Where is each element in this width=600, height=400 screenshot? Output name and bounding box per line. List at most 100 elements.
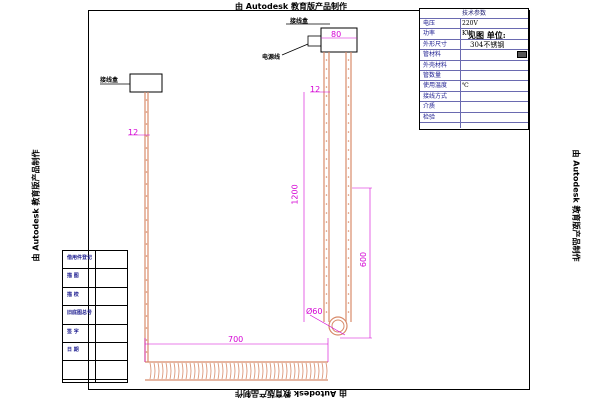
tube-marker — [145, 279, 148, 281]
coil-turn — [269, 362, 272, 380]
tube-marker — [145, 315, 148, 317]
tech-table-label: 外壳材料 — [423, 61, 448, 69]
coil-turn — [317, 362, 320, 380]
tech-table-title: 技术参数 — [420, 9, 528, 19]
tube-marker — [325, 77, 328, 79]
form-row: 借用件登记 — [63, 251, 127, 270]
dim-12-left-label: 12 — [128, 128, 139, 137]
tube-marker — [325, 302, 328, 304]
coil-turn — [261, 362, 264, 380]
tech-table-label: 管数量 — [423, 71, 442, 79]
tube-marker — [347, 176, 350, 178]
coil-turn — [281, 362, 284, 380]
tech-table-value: 220V — [462, 20, 478, 27]
coil-turn — [249, 362, 252, 380]
power-cord-line — [281, 43, 309, 56]
coil-turn — [289, 362, 292, 380]
right-heating-element — [323, 52, 352, 322]
tube-marker — [325, 167, 328, 169]
tube-marker — [325, 185, 328, 187]
left-heating-element — [144, 92, 328, 381]
tech-table-row: 介质 — [420, 102, 528, 113]
tube-marker — [325, 59, 328, 61]
coil-turn — [301, 362, 304, 380]
form-row: 日 期 — [63, 343, 127, 362]
coil-turn — [189, 362, 192, 380]
tube-marker — [325, 176, 328, 178]
tube-marker — [325, 122, 328, 124]
coil-turn — [149, 362, 152, 380]
coil-turn — [157, 362, 160, 380]
tube-marker — [347, 311, 350, 313]
tube-marker — [325, 239, 328, 241]
coil-turn — [309, 362, 312, 380]
dim-600-label: 600 — [359, 251, 369, 268]
tube-marker — [347, 86, 350, 88]
coil-turn — [177, 362, 180, 380]
tube-marker — [145, 159, 148, 161]
tube-marker — [145, 219, 148, 221]
tube-marker — [347, 230, 350, 232]
tech-table-divider — [460, 18, 461, 128]
coil-turn — [221, 362, 224, 380]
coil-turn — [241, 362, 244, 380]
tube-marker — [347, 185, 350, 187]
tube-marker — [325, 311, 328, 313]
tube-marker — [325, 140, 328, 142]
tube-marker — [325, 131, 328, 133]
right-junction-cap — [307, 35, 322, 47]
tube-marker — [347, 203, 350, 205]
tube-marker — [145, 327, 148, 329]
tube-marker — [347, 194, 350, 196]
tube-marker — [325, 68, 328, 70]
tube-marker — [347, 239, 350, 241]
coil-turn — [285, 362, 288, 380]
tube-marker — [325, 230, 328, 232]
form-row-label: 描 校 — [67, 291, 79, 298]
tube-marker — [145, 111, 148, 113]
tube-marker — [145, 99, 148, 101]
tube-marker — [347, 140, 350, 142]
tech-table-row: 外壳材料 — [420, 61, 528, 71]
tech-table-overlay-unit: 见图 单位: — [468, 30, 506, 40]
dim-60-label: Ø60 — [306, 307, 323, 316]
coil-turn — [245, 362, 248, 380]
right-tube-loop-inner — [331, 319, 345, 333]
tube-marker — [325, 194, 328, 196]
tech-table-row: 外形尺寸 — [420, 40, 528, 51]
coil-turn — [197, 362, 200, 380]
tech-table-row: 检验 — [420, 113, 528, 123]
tube-marker — [325, 104, 328, 106]
watermark-top: 由 Autodesk 教育版产品制作 — [235, 2, 348, 11]
form-row-label: 借用件登记 — [67, 255, 93, 261]
tube-marker — [325, 95, 328, 97]
coil-turn — [237, 362, 240, 380]
coil-turn — [209, 362, 212, 380]
tube-marker — [347, 248, 350, 250]
form-row: 旧底图总号 — [63, 306, 127, 325]
dim-700-label: 700 — [228, 335, 244, 344]
tube-marker — [145, 339, 148, 341]
tech-table-row: 管材料 — [420, 50, 528, 61]
tech-table-value: KW — [462, 30, 473, 38]
coil-turn — [273, 362, 276, 380]
tube-marker — [347, 59, 350, 61]
tube-marker — [325, 293, 328, 295]
dim-12-right-label: 12 — [310, 85, 321, 94]
coil-turn — [297, 362, 300, 380]
coil-turn — [173, 362, 176, 380]
form-row: 签 字 — [63, 325, 127, 343]
dim-80-label: 80 — [331, 30, 342, 39]
tube-marker — [325, 149, 328, 151]
coil-turn — [305, 362, 308, 380]
tube-marker — [325, 86, 328, 88]
tube-marker — [325, 284, 328, 286]
coil-turn — [233, 362, 236, 380]
form-row: 描 校 — [63, 288, 127, 307]
dim-60-line — [309, 314, 346, 336]
